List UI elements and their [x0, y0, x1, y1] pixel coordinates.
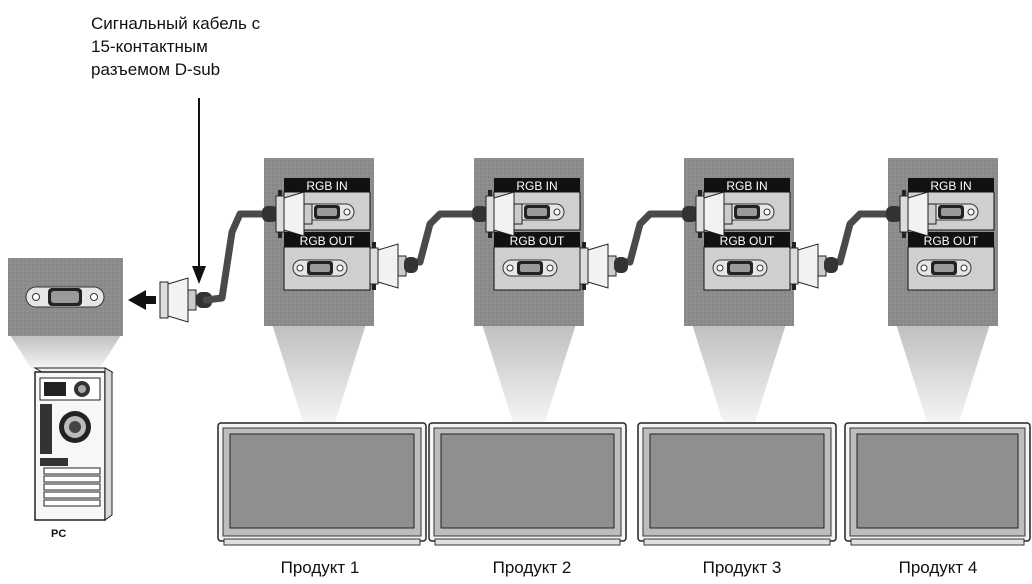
product-monitor-icon [844, 422, 1031, 546]
pc-port-panel [8, 258, 123, 368]
rgb-out-label: RGB OUT [510, 234, 565, 248]
product-label-2: Продукт 2 [492, 558, 572, 577]
rgb-in-label: RGB IN [516, 179, 557, 193]
rgb-out-port: RGB OUT [907, 232, 995, 291]
rgb-in-label: RGB IN [930, 179, 971, 193]
rgb-out-cable-plug [579, 242, 628, 290]
pc-tower-icon [33, 367, 114, 521]
caption-line-3: разъемом D-sub [91, 60, 221, 79]
rgb-out-label: RGB OUT [924, 234, 979, 248]
pc-label: PC [51, 528, 67, 540]
rgb-out-port: RGB OUT [703, 232, 791, 291]
rgb-in-cable-plug [886, 190, 937, 238]
rgb-in-label: RGB IN [306, 179, 347, 193]
caption-line-2: 15-контактным [91, 37, 208, 56]
rgb-in-label: RGB IN [726, 179, 767, 193]
product-label-3: Продукт 3 [702, 558, 782, 577]
rgb-out-cable-plug [789, 242, 838, 290]
rgb-out-port: RGB OUT [493, 232, 581, 291]
rgb-in-cable-plug [682, 190, 733, 238]
product-1-group: RGB IN RGB OUT [217, 158, 427, 546]
rgb-in-cable-plug [472, 190, 523, 238]
caption-line-1: Сигнальный кабель с [91, 14, 261, 33]
rgb-out-cable-plug [369, 242, 418, 290]
product-monitor-icon [217, 422, 427, 546]
rgb-out-label: RGB OUT [720, 234, 775, 248]
product-monitor-icon [637, 422, 837, 546]
pc-input-arrow-icon [128, 290, 156, 310]
product-3-group: RGB IN RGB OUT [637, 158, 838, 546]
rgb-in-cable-plug [262, 190, 313, 238]
product-4-group: RGB IN RGB OUT [844, 158, 1031, 546]
product-label-4: Продукт 4 [898, 558, 978, 577]
cable-caption: Сигнальный кабель с 15-контактным разъем… [91, 12, 351, 81]
product-label-1: Продукт 1 [280, 558, 360, 577]
product-monitor-icon [428, 422, 627, 546]
rgb-out-label: RGB OUT [300, 234, 355, 248]
rgb-out-port: RGB OUT [283, 232, 371, 291]
caption-pointer-arrow [192, 98, 206, 284]
pc-dsub-port-icon [25, 286, 105, 308]
product-2-group: RGB IN RGB OUT [428, 158, 628, 546]
